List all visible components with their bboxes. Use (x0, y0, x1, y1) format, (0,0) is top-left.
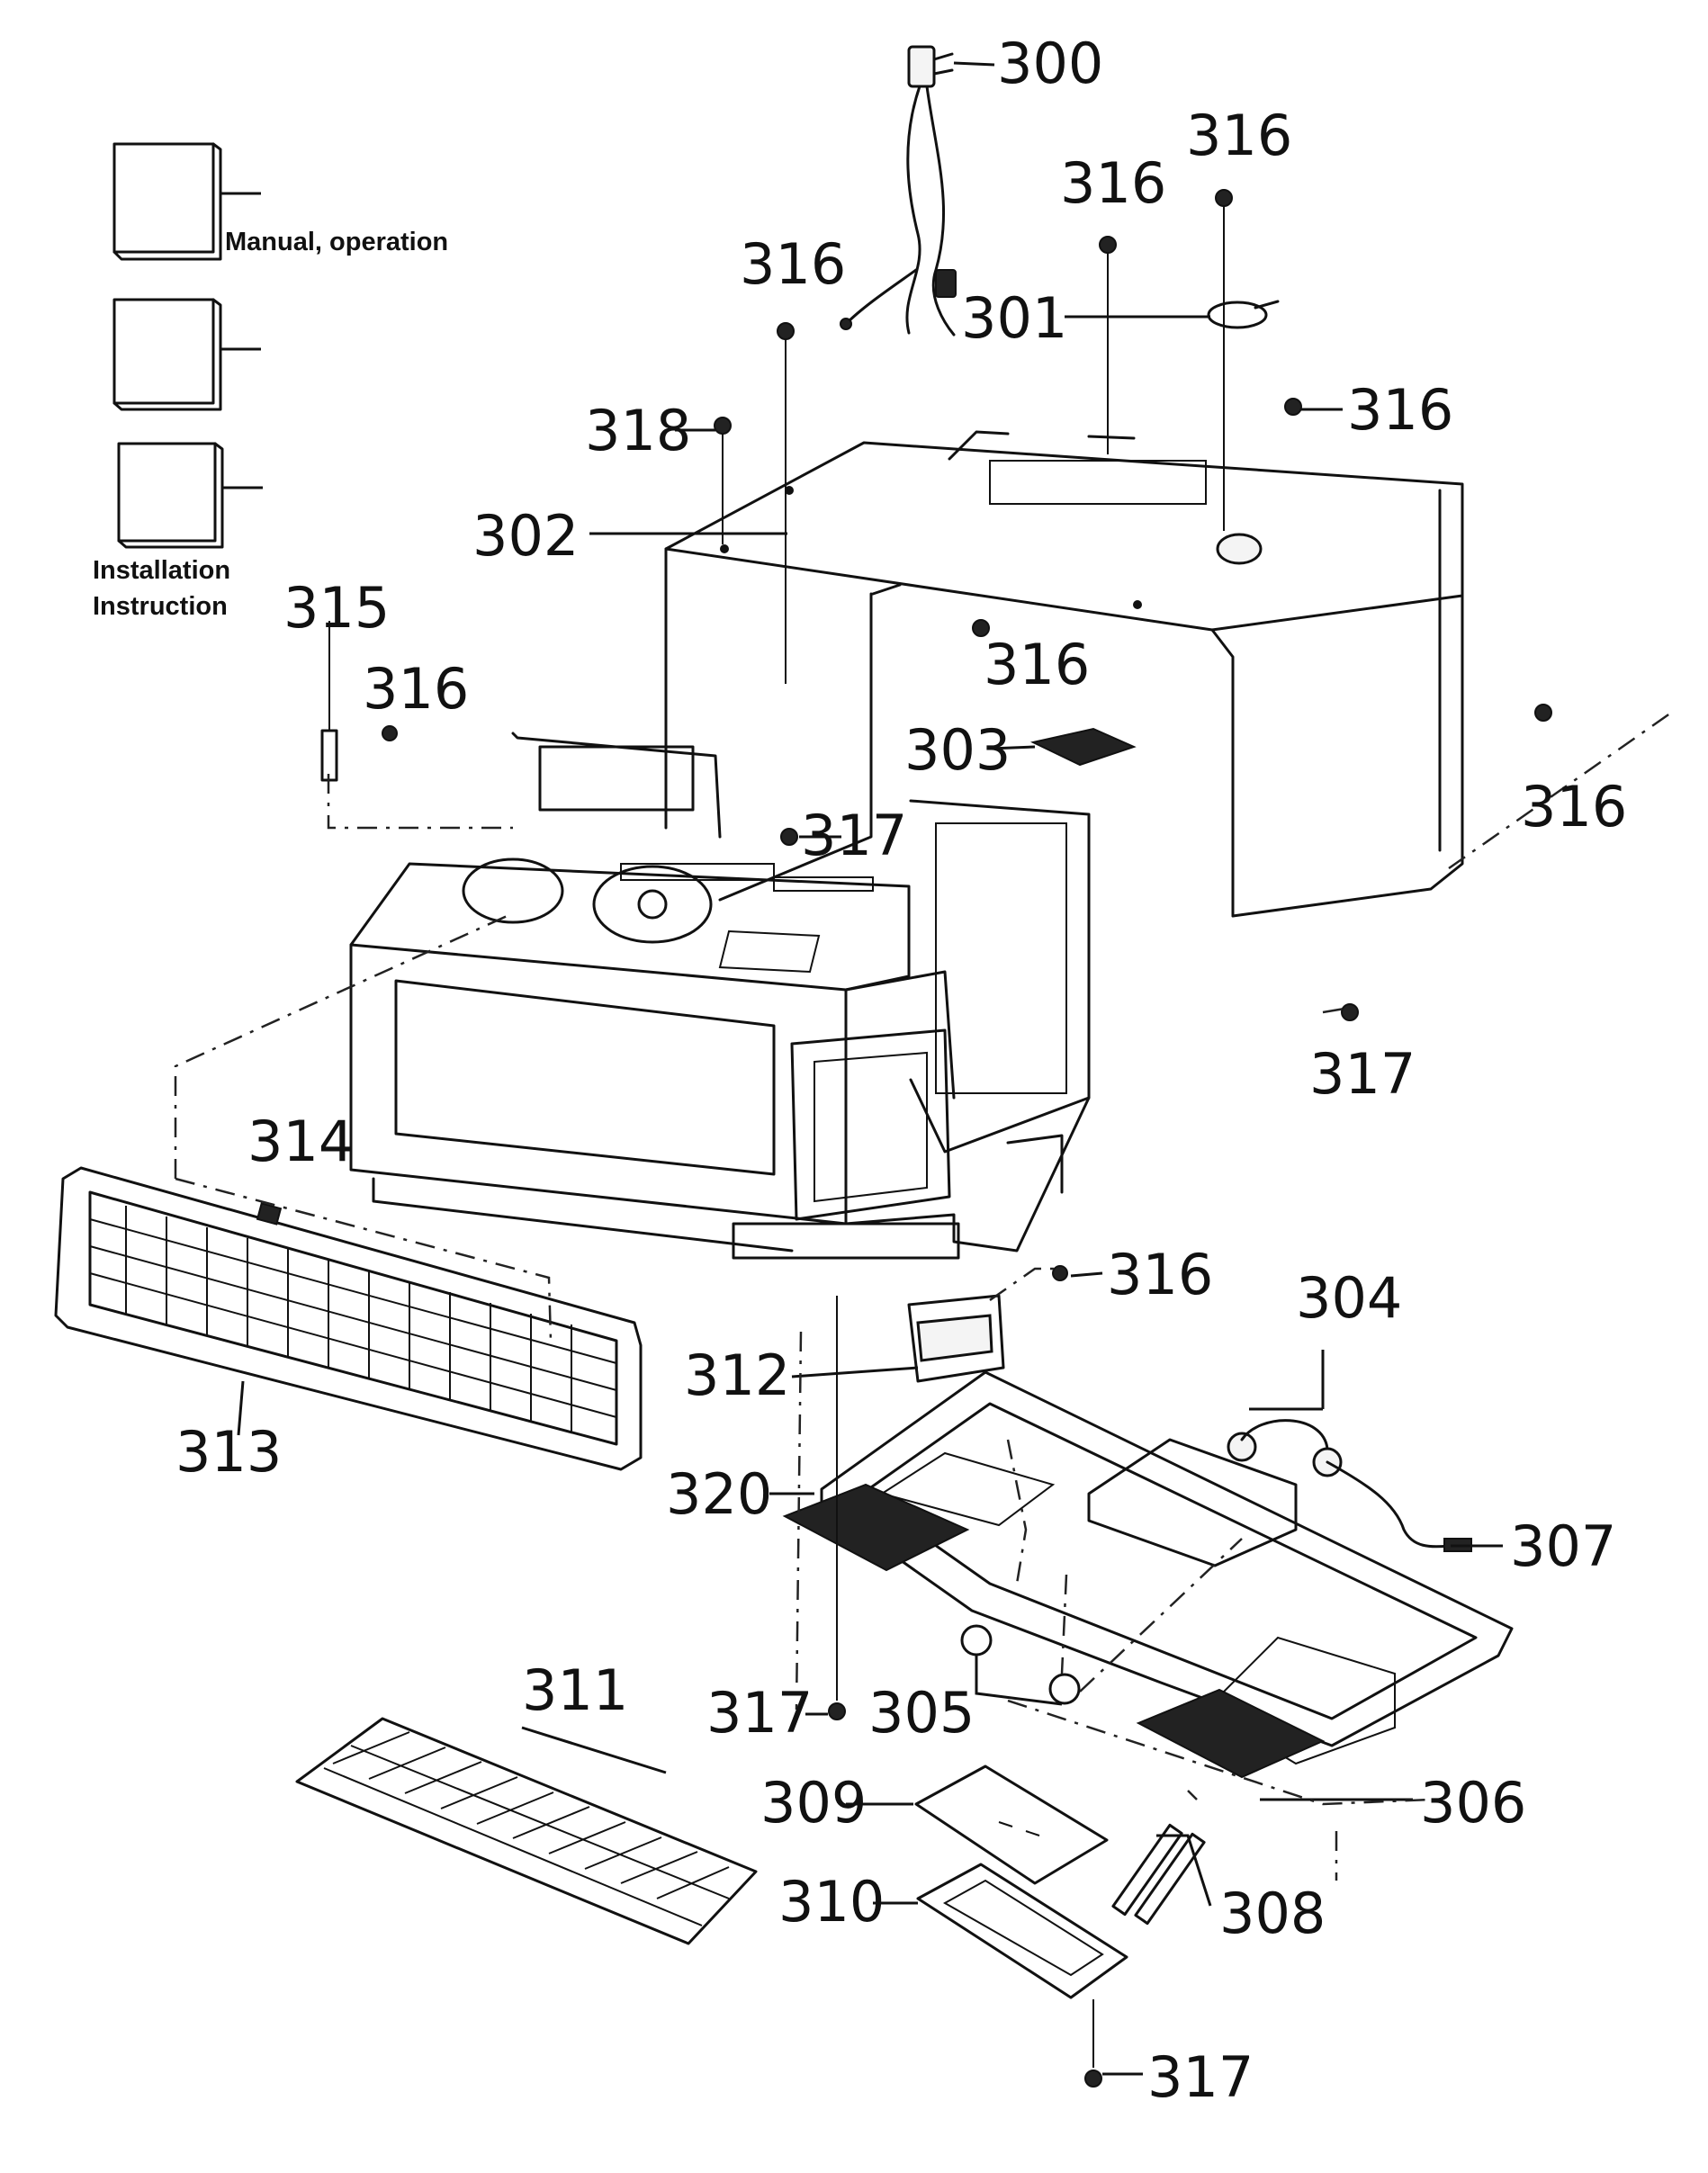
callout-312: 312 (684, 1342, 790, 1408)
installation-label-line1: Installation (93, 556, 230, 585)
callout-317-c: 317 (706, 1680, 813, 1746)
vent-grille-part-313 (54, 1166, 643, 1471)
callout-316-b: 316 (1060, 150, 1166, 216)
callout-317-d: 317 (1147, 2044, 1254, 2110)
callout-311: 311 (522, 1657, 628, 1723)
manual-operation-label: Manual, operation (225, 228, 448, 256)
outer-cabinet-part-302 (664, 430, 1464, 918)
thermostat-part-315 (320, 621, 338, 782)
fan-part-301 (1207, 300, 1280, 329)
callout-305: 305 (868, 1680, 975, 1746)
callout-316-g: 316 (1521, 774, 1627, 840)
leader-lines (589, 315, 1503, 2076)
oven-rack-part-311 (295, 1717, 758, 1945)
callout-316-a: 316 (1186, 103, 1292, 168)
lamp-socket-part-304 (1227, 1350, 1472, 1552)
callout-301: 301 (961, 285, 1067, 351)
callout-315: 315 (283, 575, 390, 641)
callout-316-d: 316 (1347, 377, 1453, 443)
callout-307: 307 (1510, 1513, 1616, 1579)
callout-318: 318 (585, 398, 691, 463)
power-cord-part-300 (840, 45, 995, 337)
callout-300: 300 (997, 31, 1103, 96)
callout-304: 304 (1296, 1265, 1402, 1331)
callout-316-f: 316 (363, 656, 469, 722)
screws-part-316 (382, 189, 1552, 1281)
filter-clips-part-308 (1111, 1823, 1212, 1926)
callout-316-h: 316 (1107, 1242, 1213, 1307)
callout-316-c: 316 (740, 231, 846, 297)
glass-cover-part-309 (914, 1764, 1109, 1885)
callout-320: 320 (666, 1461, 772, 1527)
screws-part-317 (780, 828, 1359, 2088)
bracket-part-312 (907, 1294, 1005, 1383)
callout-309: 309 (760, 1770, 867, 1836)
clip-part-303 (1029, 727, 1137, 767)
alignment-lines (174, 709, 1675, 1881)
callout-317-b: 317 (1309, 1041, 1416, 1107)
lamp-cover-part-310 (916, 1863, 1128, 1999)
callout-313: 313 (175, 1419, 282, 1485)
base-plate-part-320 (782, 1370, 1514, 1779)
screw-part-318 (714, 417, 732, 544)
installation-instruction-booklet (117, 442, 263, 549)
installation-label-line2: Instruction (93, 592, 228, 621)
callout-labels: 300 316 316 301 316 316 318 302 316 315 … (175, 31, 1627, 2110)
callout-314: 314 (247, 1109, 354, 1174)
callout-302: 302 (472, 503, 579, 569)
callout-317-a: 317 (801, 803, 907, 868)
callout-303: 303 (904, 717, 1011, 783)
blank-booklet (112, 298, 261, 411)
callout-310: 310 (778, 1869, 885, 1935)
oven-cavity-assembly (349, 732, 1091, 1260)
callout-316-e: 316 (984, 632, 1090, 697)
callout-306: 306 (1420, 1770, 1526, 1836)
manual-operation-booklet (112, 142, 261, 261)
light-bulbs-part-305 (960, 1624, 1081, 1706)
callout-308: 308 (1219, 1881, 1326, 1946)
